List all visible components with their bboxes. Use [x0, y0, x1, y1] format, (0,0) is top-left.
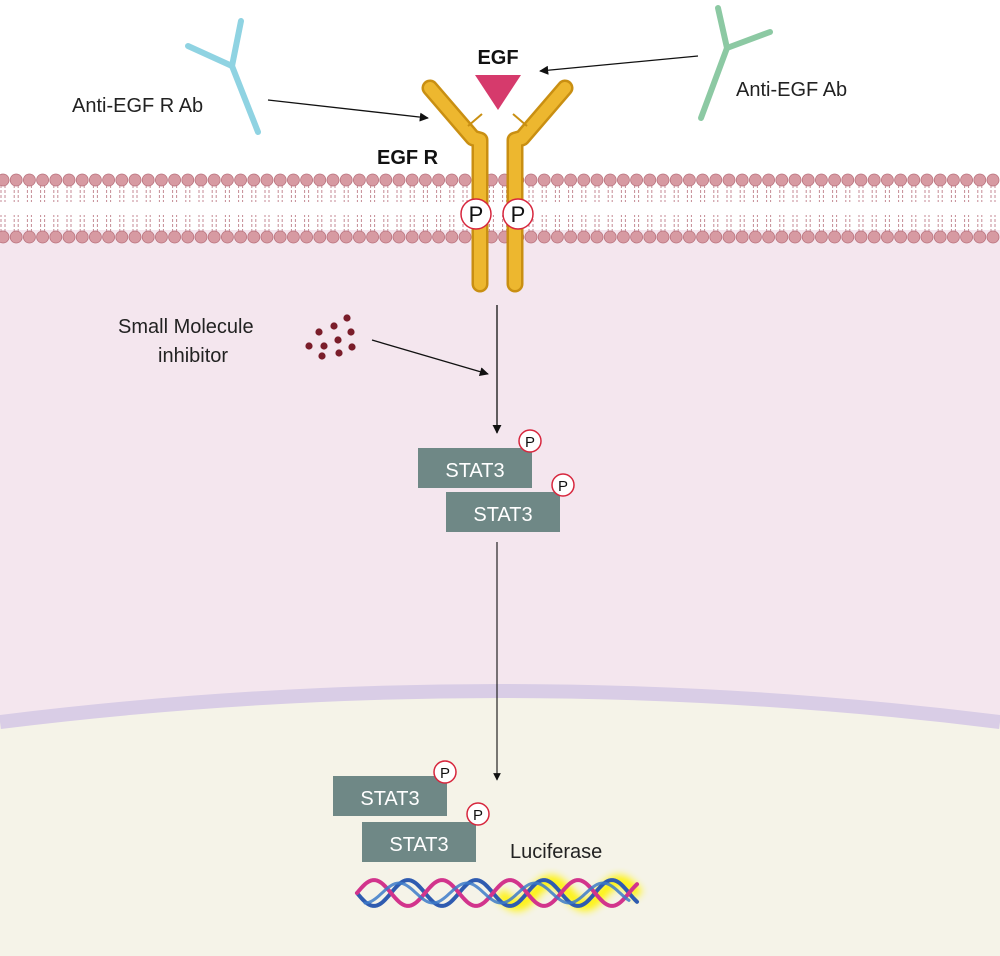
stat3-box: [418, 448, 532, 488]
nucleus: [0, 691, 1000, 956]
svg-text:STAT3: STAT3: [389, 834, 448, 856]
egf-label: EGF: [477, 47, 518, 69]
anti-egf-antibody-icon: [698, 5, 773, 121]
anti-egf-arrow: [539, 55, 699, 75]
small-molecule-inhibitor-icon: [305, 314, 356, 360]
inhibitor-arrow: [371, 339, 489, 377]
svg-text:P: P: [525, 434, 535, 451]
anti-egf-receptor-antibody-icon: [185, 18, 261, 135]
svg-text:STAT3: STAT3: [360, 788, 419, 810]
small-molecule-inhibitor-label-line2: inhibitor: [158, 345, 228, 367]
svg-text:P: P: [469, 202, 484, 227]
svg-text:STAT3: STAT3: [473, 504, 532, 526]
stat3-phospho: P: [518, 429, 542, 453]
anti-egf-receptor-antibody-label: Anti-EGF R Ab: [72, 95, 203, 117]
cytoplasm: [0, 230, 1000, 750]
small-molecule-inhibitor-label-line1: Small Molecule: [118, 316, 254, 338]
cytoplasmic-stat3-dimer: STAT3 STAT3 P P: [418, 429, 575, 532]
stat3-phospho: P: [433, 760, 457, 784]
svg-text:P: P: [558, 478, 568, 495]
receptor-phospho-right: P: [502, 198, 534, 230]
egf-receptor-label: EGF R: [377, 147, 439, 169]
luciferase-label: Luciferase: [510, 841, 602, 863]
receptor-phospho-left: P: [460, 198, 492, 230]
svg-text:STAT3: STAT3: [445, 460, 504, 482]
egf-ligand-icon: [475, 75, 521, 110]
anti-egf-antibody-label: Anti-EGF Ab: [736, 79, 847, 101]
anti-egf-receptor-arrow: [267, 99, 429, 122]
stat3-box: [333, 776, 447, 816]
dna-helix-icon: [355, 875, 643, 911]
svg-text:P: P: [440, 765, 450, 782]
stat3-box: [362, 822, 476, 862]
svg-text:P: P: [511, 202, 526, 227]
stat3-box: [446, 492, 560, 532]
egf-receptor: P P: [421, 79, 574, 293]
nuclear-stat3-dimer: STAT3 STAT3 P P: [333, 760, 490, 862]
cell-membrane: [0, 173, 1000, 244]
stat3-phospho: P: [551, 473, 575, 497]
extracellular-space: [0, 0, 1000, 230]
stat3-phospho: P: [466, 802, 490, 826]
nuclear-envelope: [0, 684, 1000, 729]
svg-text:P: P: [473, 807, 483, 824]
